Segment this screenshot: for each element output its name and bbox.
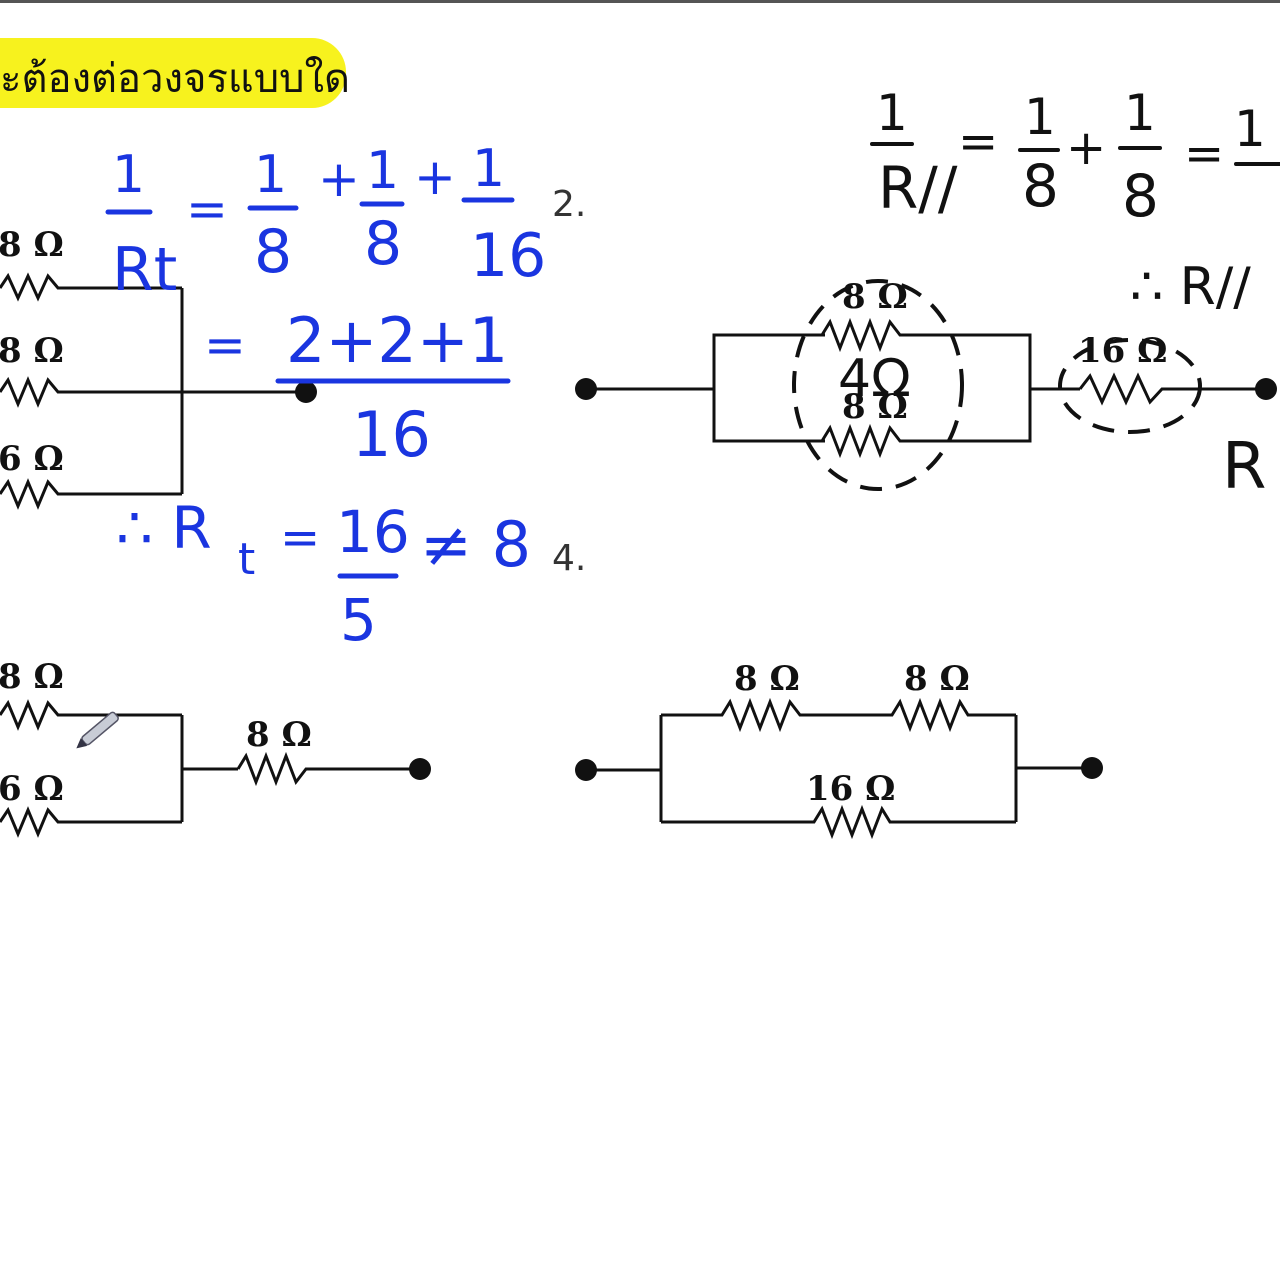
eq1-den-3: 16: [470, 221, 546, 291]
resistor-4a: [661, 697, 890, 733]
circuit-1-label-a: 8 Ω: [0, 225, 64, 265]
result-equals: =: [280, 510, 320, 566]
result-tail: ≠ 8: [420, 508, 531, 581]
resistor-2a: [820, 317, 908, 353]
circuit-2-terminal-right: [1255, 378, 1277, 400]
circuit-2: 8 Ω 8 Ω 16 Ω 4Ω: [575, 277, 1277, 491]
eq-right-op-0: =: [958, 114, 998, 170]
handwriting-left: 1 Rt = 1 8 + 1 8 + 1 16 = 2+2+1 16 ∴ R t…: [105, 139, 546, 654]
eq-right-num-3: 1: [1234, 100, 1266, 158]
resistor-3a: [0, 699, 182, 731]
circuit-3-label-a: 8 Ω: [0, 657, 64, 697]
question-number-4: 4.: [552, 538, 586, 579]
eq1-num-2: 1: [366, 141, 399, 201]
circuit-2-label-c: 16 Ω: [1078, 331, 1167, 371]
result-subscript: t: [238, 534, 255, 585]
eq1-den-2: 8: [364, 209, 402, 279]
resistor-4b: [890, 697, 1016, 733]
circuit-1-label-c: 6 Ω: [0, 439, 64, 479]
resistor-1a: [0, 272, 182, 302]
eq2-numerator: 2+2+1: [286, 304, 508, 377]
question-highlight-text: ะต้องต่อวงจรแบบใด: [0, 56, 350, 102]
circuit-4: 8 Ω 8 Ω 16 Ω: [575, 659, 1103, 840]
eq1-den-0: Rt: [112, 235, 177, 305]
circuit-3-terminal: [409, 758, 431, 780]
eq1-op-2: +: [414, 148, 456, 206]
circuit-4-label-b: 8 Ω: [904, 659, 970, 699]
result-numerator: 16: [336, 498, 410, 566]
circuit-3-label-b: 6 Ω: [0, 769, 64, 809]
question-number-2: 2.: [552, 184, 586, 225]
circuit-4-label-a: 8 Ω: [734, 659, 800, 699]
pen-cursor-icon: [76, 711, 119, 749]
eq-right-den-1: 8: [1022, 152, 1059, 220]
eq1-num-0: 1: [112, 145, 145, 205]
circuit-1-label-b: 8 Ω: [0, 331, 64, 371]
eq-right-den-0: R//: [878, 154, 958, 222]
resistor-3b: [0, 806, 182, 838]
resistor-4c: [661, 804, 1016, 840]
handwriting-right: 1 R// = 1 8 + 1 8 = 1 ∴ R// R: [870, 84, 1280, 504]
circuit-2-parallel-annotation-circle: [792, 279, 964, 491]
result-prefix: ∴ R: [116, 494, 212, 562]
resistor-2b: [820, 423, 908, 459]
eq1-den-1: 8: [254, 217, 292, 287]
circuit-2-label-b: 8 Ω: [842, 387, 908, 427]
resistor-1c: [0, 478, 182, 510]
r-label-partial: R: [1222, 430, 1266, 504]
circuit-1: 8 Ω 8 Ω 6 Ω: [0, 225, 317, 510]
resistor-2c: [1078, 372, 1266, 406]
circuit-2-equivalent-annotation: 4Ω: [838, 349, 911, 409]
circuit-3-label-c: 8 Ω: [246, 715, 312, 755]
result-denominator: 5: [340, 586, 377, 654]
circuit-1-terminal: [295, 381, 317, 403]
eq1-num-3: 1: [472, 139, 505, 199]
circuit-2-label-a: 8 Ω: [842, 277, 908, 317]
eq-right-op-1: +: [1066, 120, 1106, 176]
top-border: [0, 0, 1280, 3]
question-highlight: ะต้องต่อวงจรแบบใด: [0, 38, 350, 108]
resistor-3c: [236, 751, 420, 787]
circuit-3: 8 Ω 6 Ω 8 Ω: [0, 657, 431, 838]
eq-right-num-0: 1: [876, 84, 908, 142]
eq-right-num-1: 1: [1024, 88, 1056, 146]
eq2-denominator: 16: [352, 398, 431, 471]
eq1-op-1: +: [318, 150, 360, 208]
eq1-op-0: =: [186, 180, 228, 238]
resistor-1b: [0, 376, 182, 408]
eq-right-num-2: 1: [1124, 84, 1156, 142]
circuit-4-terminal-right: [1081, 757, 1103, 779]
eq2-equals: =: [204, 316, 246, 374]
therefore-r-parallel: ∴ R//: [1130, 257, 1251, 317]
circuit-2-series-annotation-circle: [1058, 338, 1202, 434]
eq1-num-1: 1: [254, 145, 287, 205]
eq-right-op-2: =: [1184, 126, 1224, 182]
eq-right-den-2: 8: [1122, 162, 1159, 230]
circuit-4-label-c: 16 Ω: [806, 769, 895, 809]
